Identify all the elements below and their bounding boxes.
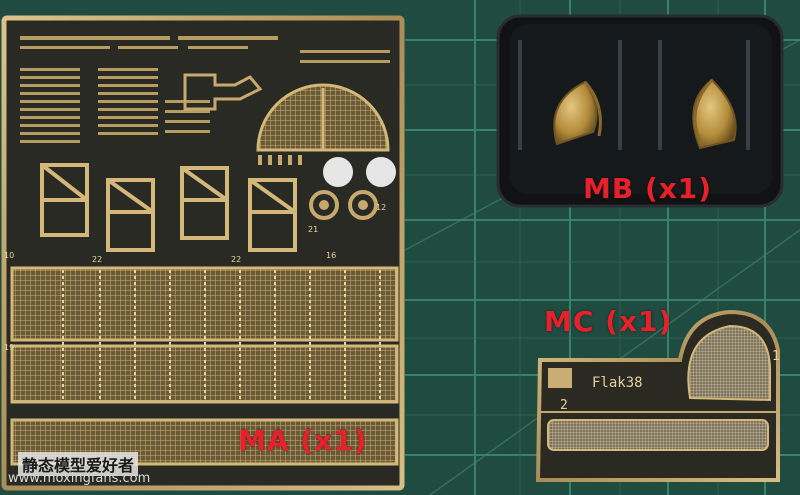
blister-mb <box>496 14 784 208</box>
fret-ma-pins <box>258 155 302 165</box>
fret-ma-frames <box>40 163 297 252</box>
fret-ma-disc <box>366 157 396 187</box>
lens-left <box>553 80 598 146</box>
fret-mc <box>535 309 780 482</box>
fret-ma-number: 12 <box>376 203 386 212</box>
label-mb: MB (x1) <box>583 172 713 205</box>
fret-mc-logo <box>548 368 572 388</box>
fret-mc-text: Flak38 1 2 <box>560 349 780 413</box>
fret-ma <box>1 15 405 491</box>
fret-ma-part-numbers: 10 12 16 19 21 22 22 <box>4 203 386 352</box>
fret-mc-shield <box>687 324 772 402</box>
fret-mc-number: 2 <box>560 398 568 413</box>
watermark-url: www.moxingfans.com <box>8 471 151 486</box>
fret-ma-number: 16 <box>326 251 336 260</box>
fret-ma-number: 21 <box>308 225 318 234</box>
label-ma: MA (x1) <box>238 424 368 457</box>
fret-ma-panel-ribs <box>62 270 381 400</box>
fret-ma-number: 19 <box>4 343 14 352</box>
fret-ma-disc <box>323 157 353 187</box>
label-mc: MC (x1) <box>544 305 673 338</box>
fret-ma-mesh-panel <box>10 418 399 466</box>
fret-ma-number: 22 <box>92 255 102 264</box>
fret-ma-ring <box>309 190 339 220</box>
fret-mc-title: Flak38 <box>592 375 643 391</box>
fret-ma-number: 10 <box>4 251 14 260</box>
fret-mc-number: 1 <box>772 349 780 364</box>
lens-right <box>692 78 737 150</box>
fret-mc-strip <box>547 419 769 451</box>
fret-ma-number: 22 <box>231 255 241 264</box>
fret-ma-top-strips <box>20 36 390 143</box>
fret-ma-mesh-panel <box>10 266 399 342</box>
fret-ma-ring <box>348 190 378 220</box>
fret-ma-bracket <box>183 73 263 111</box>
watermark-site-name: 静态模型爱好者 <box>18 452 139 476</box>
